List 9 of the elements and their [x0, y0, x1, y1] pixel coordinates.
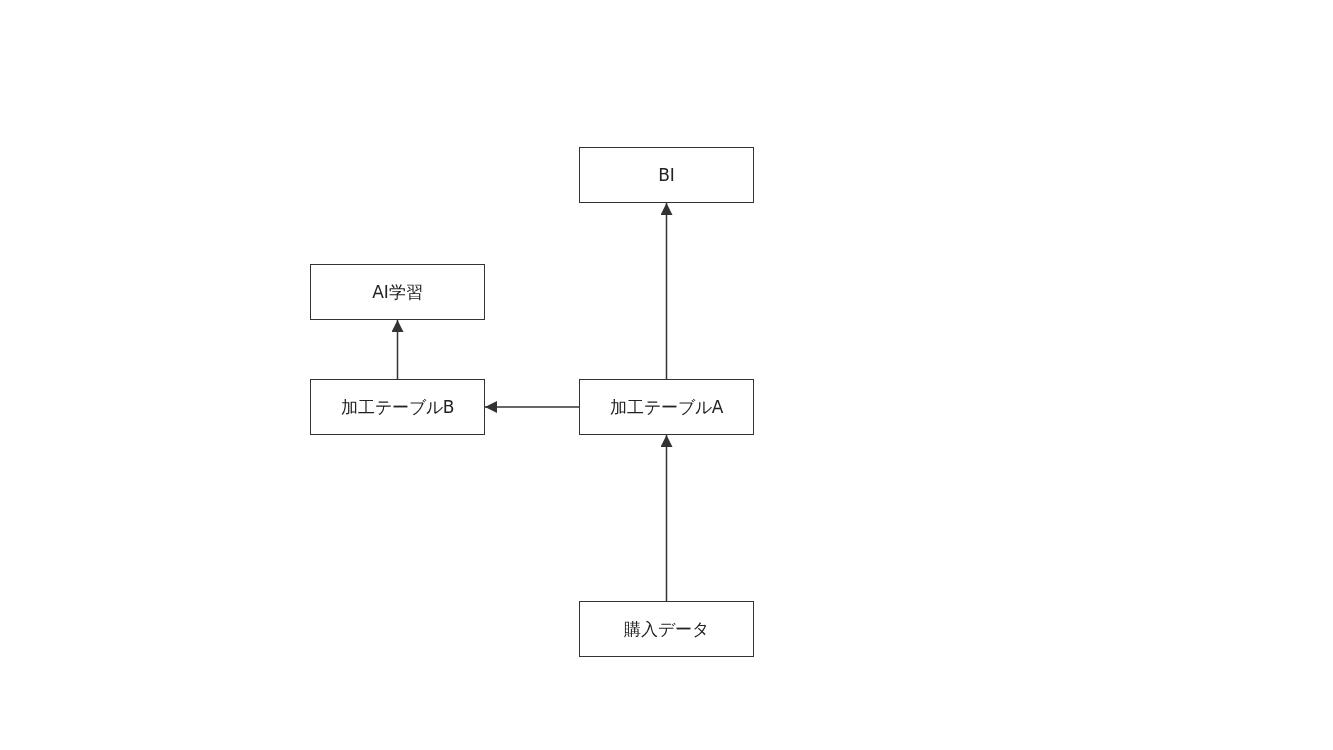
arrow [660, 434, 673, 602]
process-box: 加工テーブルA [579, 379, 754, 435]
process-box: 購入データ [579, 601, 754, 657]
arrow [484, 401, 580, 413]
arrow [391, 319, 404, 380]
process-box: BI [579, 147, 754, 203]
process-box: AI学習 [310, 264, 485, 320]
arrow [660, 202, 673, 380]
process-box: 加工テーブルB [310, 379, 485, 435]
